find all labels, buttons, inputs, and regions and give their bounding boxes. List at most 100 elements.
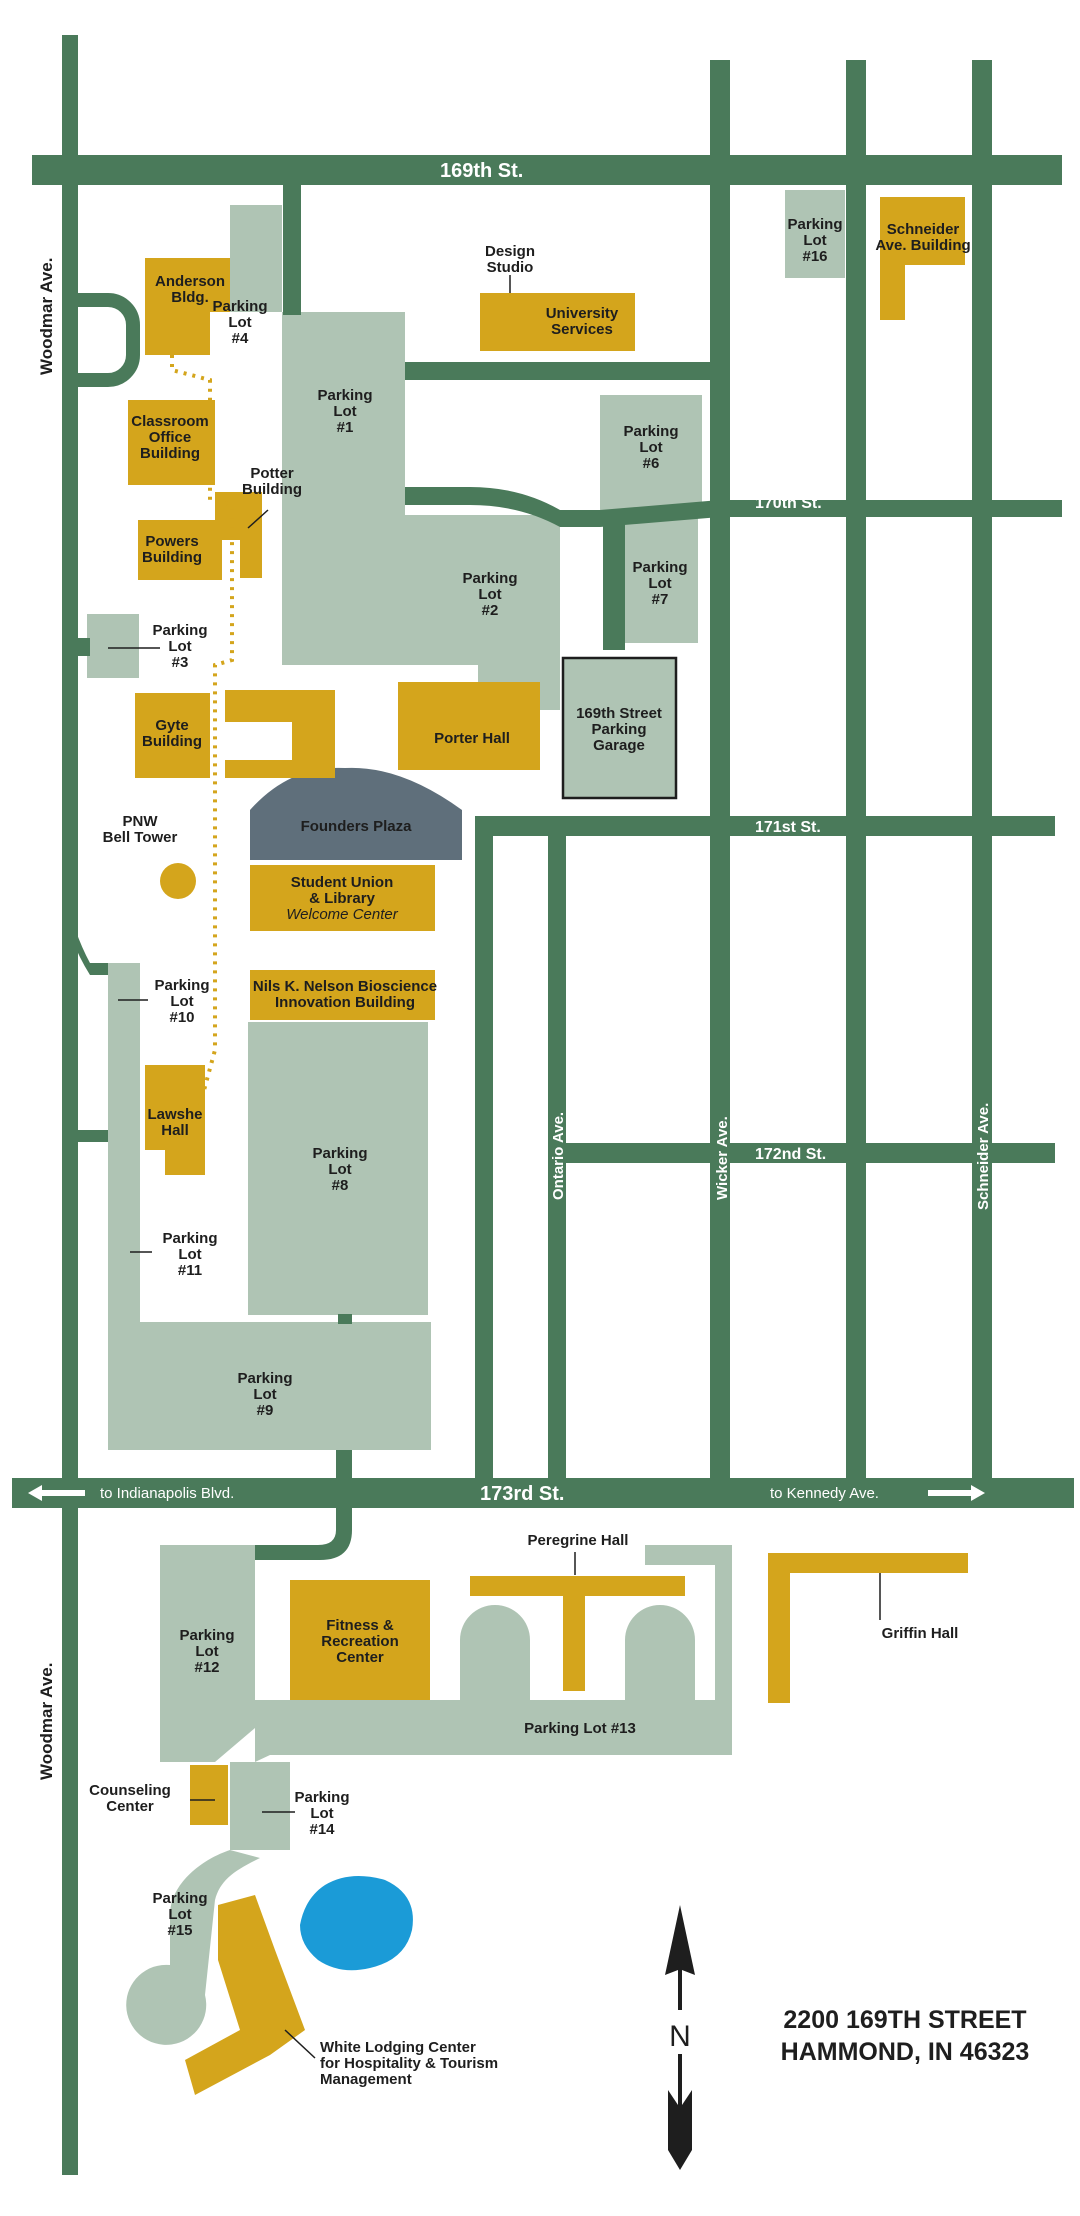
road-mid-east: [846, 60, 866, 1480]
road-169th[interactable]: [32, 155, 1062, 185]
pond: [300, 1876, 413, 1971]
label-172nd-st: 172nd St.: [755, 1146, 826, 1163]
label-ontario-ave: Ontario Ave.: [550, 1112, 567, 1200]
nils-nelson-bioscience-building[interactable]: [250, 970, 435, 1020]
parking-lot-14-area[interactable]: [230, 1762, 290, 1850]
label-welcome-center: Welcome Center: [286, 906, 398, 923]
leader-potter: [247, 509, 269, 529]
student-union-library[interactable]: [250, 865, 435, 931]
parking-lot-16-area[interactable]: [785, 190, 845, 278]
label-to-indianapolis: to Indianapolis Blvd.: [100, 1485, 234, 1502]
road-university-services: [405, 362, 725, 380]
road-lot1-connector: [283, 183, 301, 315]
parking-lot-9-area[interactable]: [108, 1322, 431, 1450]
road-woodmar[interactable]: [62, 35, 78, 2175]
north-arrow: N: [664, 1905, 696, 2170]
road-woodmar-loop: [78, 293, 140, 387]
parking-lot-6-area[interactable]: [600, 395, 702, 513]
road-wicker[interactable]: [710, 60, 730, 1480]
label-wicker-ave: Wicker Ave.: [714, 1116, 731, 1200]
parking-lot-3-area[interactable]: [87, 614, 139, 678]
leader-white-lodging: [284, 2029, 316, 2059]
parking-lots: [87, 190, 845, 2045]
road-172nd[interactable]: [548, 1143, 1055, 1163]
parking-lot-7-area[interactable]: [620, 513, 698, 643]
parking-lot-13-area[interactable]: [255, 1545, 732, 1762]
label-169th-st: 169th St.: [440, 160, 523, 182]
parking-lot-15-area[interactable]: [126, 1850, 261, 2045]
direction-arrows: [28, 1485, 985, 1501]
lawshe-hall[interactable]: [145, 1065, 205, 1175]
porter-hall-building[interactable]: [398, 682, 540, 770]
address-line-2: HAMMOND, IN 46323: [781, 2038, 1030, 2066]
label-schneider-ave: Schneider Ave.: [975, 1103, 992, 1210]
griffin-hall-building[interactable]: [768, 1553, 968, 1703]
walkway-path: [170, 310, 234, 1106]
gyte-building[interactable]: [135, 693, 210, 778]
road-lot11-stub: [78, 1130, 108, 1142]
powers-building[interactable]: [138, 520, 222, 580]
street-labels: 169th St. 170th St. 171st St. 172nd St. …: [37, 160, 992, 1780]
parking-lot-4-area[interactable]: [230, 205, 282, 312]
label-peregrine: Peregrine Hall: [528, 1532, 629, 1549]
schneider-ave-building[interactable]: [880, 197, 965, 320]
label-woodmar-top: Woodmar Ave.: [37, 258, 56, 375]
anderson-building[interactable]: [145, 258, 230, 355]
pnw-bell-tower[interactable]: [160, 863, 196, 899]
road-ontario[interactable]: [548, 820, 566, 1480]
peregrine-hall-building[interactable]: [470, 1576, 685, 1691]
road-171st-west-spur: [475, 820, 493, 1480]
parking-lot-8-area[interactable]: [248, 1022, 428, 1315]
founders-plaza-shape[interactable]: [250, 767, 462, 860]
label-173rd-st: 173rd St.: [480, 1483, 564, 1505]
road-170th[interactable]: [405, 487, 1062, 527]
leader-lines: [108, 275, 881, 2059]
road-171st[interactable]: [475, 816, 1055, 836]
parking-garage-box[interactable]: [561, 656, 678, 800]
buildings: [128, 197, 968, 2095]
address-block: 2200 169TH STREET HAMMOND, IN 46323: [781, 2006, 1030, 2066]
road-lot8-lot9-connector: [338, 1314, 352, 1324]
classroom-office-building[interactable]: [128, 400, 215, 485]
parking-lot-10-11-area[interactable]: [108, 963, 140, 1330]
label-griffin: Griffin Hall: [882, 1625, 959, 1642]
road-woodmar-curve: [62, 880, 108, 975]
counseling-center[interactable]: [190, 1765, 228, 1825]
fitness-recreation-center[interactable]: [290, 1580, 430, 1700]
road-lot3-stub: [78, 638, 90, 656]
parking-lot-12-area[interactable]: [160, 1545, 255, 1762]
road-173rd[interactable]: [12, 1478, 1074, 1508]
gyte-annex[interactable]: [225, 690, 335, 778]
arrow-left-icon: [28, 1485, 85, 1501]
road-schneider[interactable]: [972, 60, 992, 1480]
university-services-building[interactable]: [480, 293, 635, 351]
label-founders-plaza: Founders Plaza: [301, 818, 413, 835]
potter-building[interactable]: [215, 492, 262, 578]
road-garage-connector: [603, 520, 625, 650]
white-lodging-center[interactable]: [185, 1895, 305, 2095]
parking-lot-1-area[interactable]: [282, 312, 560, 710]
